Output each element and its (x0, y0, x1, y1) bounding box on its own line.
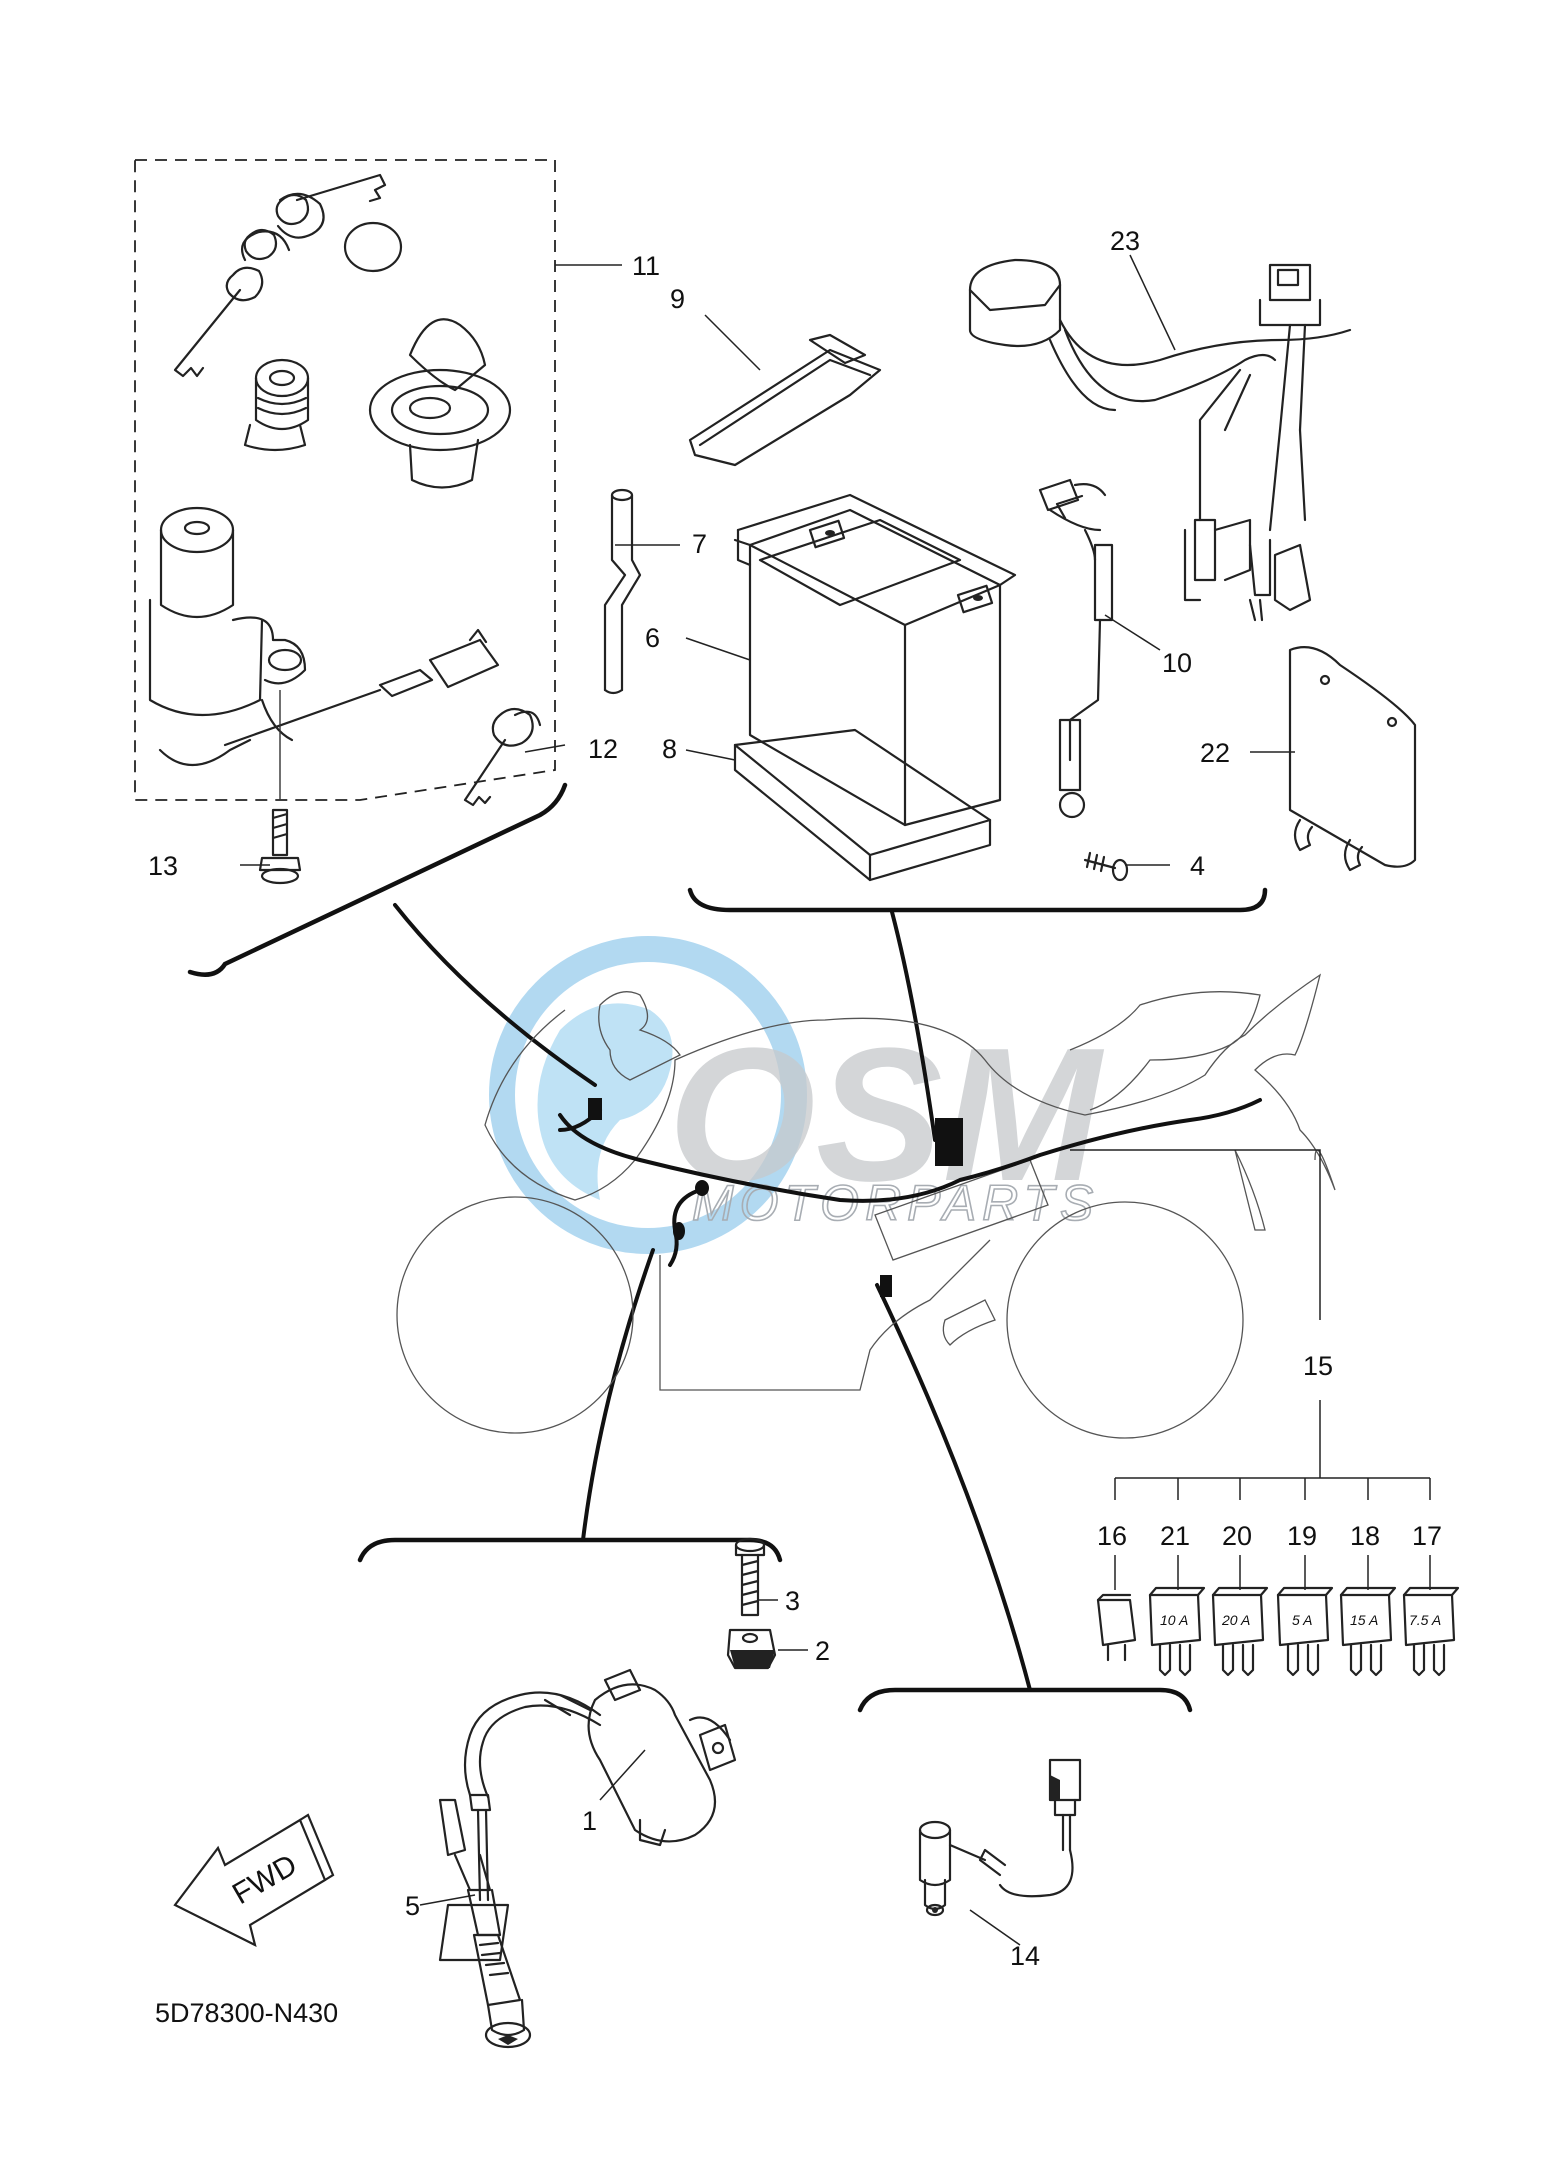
lead-coil (581, 1248, 655, 1542)
bracket-battery (687, 887, 1268, 913)
harness-connector-coil (695, 1180, 709, 1196)
callout-4: 4 (1190, 851, 1205, 881)
part-20-fuse[interactable]: 20 A (1211, 1586, 1269, 1677)
fuse-rating-18: 15 A (1350, 1612, 1378, 1628)
callout-20: 20 (1222, 1521, 1252, 1551)
fwd-arrow-icon: FWD (173, 1813, 335, 1948)
part-23-sub-harness[interactable] (968, 258, 1352, 622)
relay-icon (1096, 1593, 1137, 1662)
rear-fender-outline (1234, 1149, 1266, 1231)
key-set-icon (173, 173, 403, 378)
motorcycle-outline (396, 973, 1336, 1439)
part-11-key-set[interactable] (134, 159, 556, 801)
front-wheel (396, 1196, 634, 1434)
part-7-hose[interactable] (603, 488, 642, 695)
callout-17: 17 (1412, 1521, 1442, 1551)
lead-battery (890, 910, 937, 1142)
callout-6: 6 (645, 623, 660, 653)
callout-7: 7 (692, 529, 707, 559)
callout-19: 19 (1287, 1521, 1317, 1551)
keyset-dashed-box (134, 159, 556, 801)
ignition-coil-icon (438, 1668, 737, 1962)
harness-connector-coil-2 (673, 1222, 685, 1240)
callout-13: 13 (148, 851, 178, 881)
callout-10: 10 (1162, 648, 1192, 678)
lead-sensor (875, 1283, 1032, 1692)
group-brackets (187, 782, 1268, 1713)
lead-keyset (393, 903, 597, 1087)
fuse-rating-17: 7.5 A (1409, 1612, 1441, 1628)
fuse-rating-21: 10 A (1160, 1612, 1188, 1628)
part-17-fuse[interactable]: 7.5 A (1402, 1586, 1460, 1677)
callout-8: 8 (662, 734, 677, 764)
harness-connector-front (588, 1098, 602, 1120)
frame-outline (874, 1159, 1049, 1261)
fuse-icon (1402, 1586, 1460, 1677)
engine-outline (659, 1239, 991, 1391)
watermark-logo-text: OSM (668, 1009, 1105, 1221)
callout-12: 12 (588, 734, 618, 764)
part-10-lead[interactable] (1038, 478, 1114, 819)
callout-leaders (240, 254, 1295, 1946)
fuse-rating-20: 20 A (1221, 1612, 1250, 1628)
rear-wheel (1006, 1201, 1244, 1439)
part-18-fuse[interactable]: 15 A (1339, 1586, 1397, 1677)
watermark-sub-text: MOTORPARTS (692, 1175, 1099, 1231)
part-21-fuse[interactable]: 10 A (1148, 1586, 1206, 1677)
fuel-cap (368, 318, 512, 489)
fuse-rating-19: 5 A (1292, 1612, 1313, 1628)
callout-22: 22 (1200, 738, 1230, 768)
part-12-key[interactable] (463, 707, 542, 807)
battery-icon (733, 493, 1017, 827)
tail-outline (1069, 991, 1261, 1111)
callout-16: 16 (1097, 1521, 1127, 1551)
part-6-battery[interactable] (733, 493, 1017, 827)
callout-9: 9 (670, 284, 685, 314)
callout-14: 14 (1010, 1941, 1040, 1971)
diagram-code: 5D78300-N430 (155, 1998, 338, 2028)
main-harness (558, 1098, 1262, 1203)
callout-2: 2 (815, 1636, 830, 1666)
sensor-icon (918, 1758, 1082, 1917)
callout-11: 11 (632, 251, 660, 281)
callout-18: 18 (1350, 1521, 1380, 1551)
part-14-sensor[interactable] (918, 1758, 1082, 1917)
callout-21: 21 (1160, 1521, 1190, 1551)
part-1-ignition-coil[interactable] (438, 1668, 737, 1962)
callout-labels: 11 12 13 9 7 6 8 10 22 23 4 15 16 21 20 … (148, 226, 1442, 1971)
seat-lock-cylinder (243, 358, 310, 452)
bracket-keyset (187, 782, 568, 977)
part-2-nut[interactable] (726, 1628, 777, 1670)
part-9-battery-band[interactable] (688, 333, 882, 467)
swingarm-outline (942, 1299, 996, 1346)
harness-fuse-box (935, 1118, 963, 1166)
part-19-fuse[interactable]: 5 A (1276, 1586, 1334, 1677)
callout-3: 3 (785, 1586, 800, 1616)
bracket-sensor (857, 1687, 1193, 1713)
watermark-globe-land (537, 1003, 673, 1200)
callout-1: 1 (582, 1806, 597, 1836)
watermark: OSM MOTORPARTS (489, 936, 1105, 1254)
watermark-globe-icon (489, 936, 807, 1254)
part-16-relay[interactable] (1096, 1593, 1137, 1662)
part-8-pad[interactable] (733, 728, 992, 882)
tank-outline (598, 991, 681, 1081)
part-22-cover[interactable] (1288, 646, 1417, 872)
fuse-tree (1070, 1149, 1431, 1590)
part-13-bolt[interactable] (258, 808, 302, 885)
bracket-coil (357, 1537, 783, 1563)
callout-23: 23 (1110, 226, 1140, 256)
part-4-screw[interactable] (1083, 851, 1129, 882)
callout-15: 15 (1303, 1351, 1333, 1381)
part-5-plug-cap[interactable] (438, 1798, 532, 2049)
ignition-switch (148, 506, 500, 800)
part-3-bolt[interactable] (734, 1537, 766, 1617)
fairing-outline (484, 973, 1336, 1201)
callout-5: 5 (405, 1891, 420, 1921)
harness-connector-sensor (880, 1275, 892, 1297)
